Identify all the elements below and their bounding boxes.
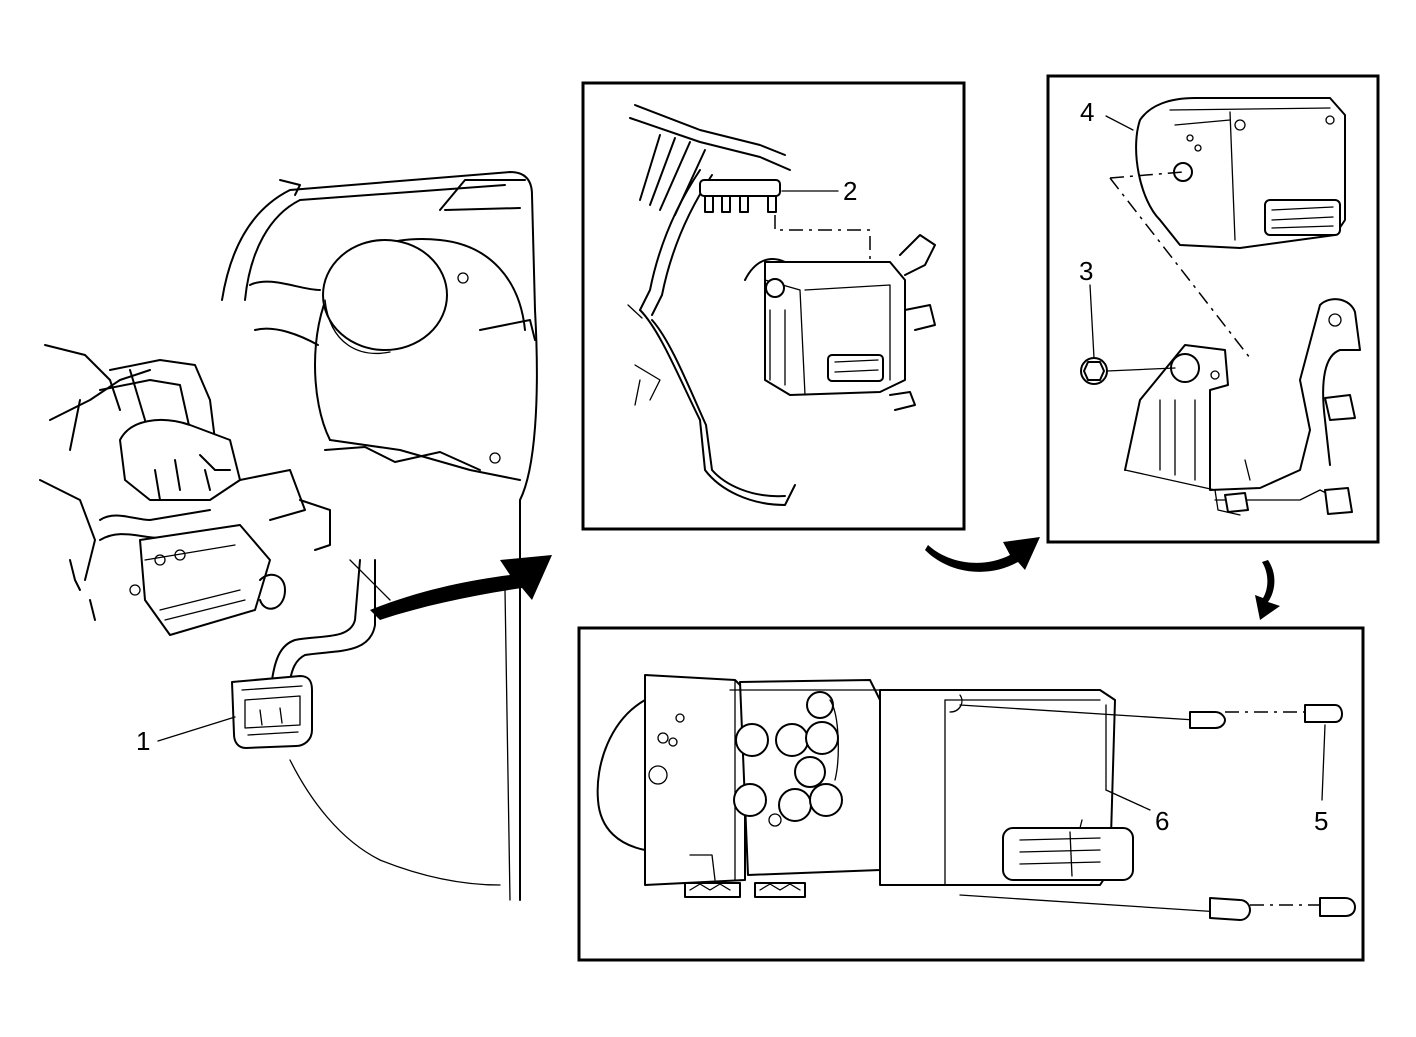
callout-5: 5 [1314, 806, 1328, 836]
panel-module-bracket [1046, 74, 1380, 544]
callout-1-leader [157, 716, 236, 742]
panel-module-disassembly [577, 626, 1365, 962]
module-disassembly-illustration [596, 674, 1356, 921]
step-arrow-2 [925, 537, 1040, 572]
callout-1: 1 [136, 726, 150, 756]
abs-module-connector [231, 675, 313, 749]
module-bracket-illustration [1080, 97, 1361, 516]
callout-3: 3 [1079, 256, 1093, 286]
callout-4-leader [1105, 115, 1134, 131]
callout-4: 4 [1080, 97, 1094, 127]
callout-5-leader [1321, 724, 1326, 801]
callout-6: 6 [1155, 806, 1169, 836]
callout-2: 2 [843, 176, 857, 206]
panel-brake-pipes [581, 81, 966, 531]
step-arrow-3 [1255, 560, 1280, 620]
callout-6-leader-tail [1105, 789, 1151, 811]
step-arrow-1 [370, 555, 552, 620]
callout-3-leader [1089, 284, 1095, 359]
brake-pipe-illustration [627, 104, 936, 506]
vehicle-overview-illustration [39, 171, 538, 901]
